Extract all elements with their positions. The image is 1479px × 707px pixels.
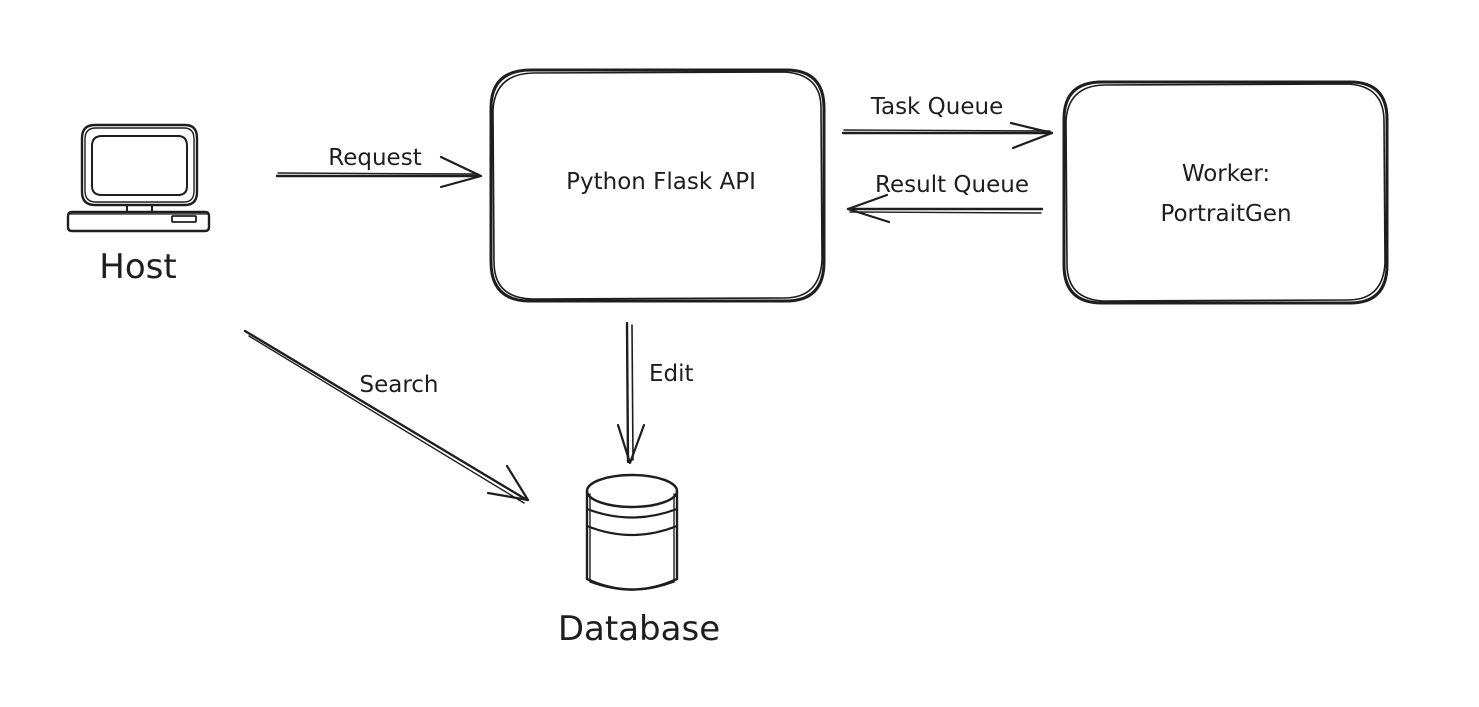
request-arrow: Request	[275, 145, 483, 189]
api-label: Python Flask API	[566, 169, 756, 195]
worker-label-line2: PortraitGen	[1160, 201, 1291, 227]
database-label: Database	[558, 609, 720, 649]
worker-node: Worker: PortraitGen	[1062, 80, 1389, 305]
result-queue-arrow: Result Queue	[846, 172, 1044, 224]
host-label: Host	[99, 247, 176, 287]
edit-arrow: Edit	[616, 321, 694, 465]
database-node: Database	[558, 473, 720, 649]
api-node: Python Flask API	[489, 68, 826, 303]
result-queue-label: Result Queue	[875, 172, 1029, 198]
search-label: Search	[359, 372, 438, 398]
laptop-icon	[66, 123, 211, 233]
task-queue-arrow: Task Queue	[841, 94, 1054, 150]
edit-label: Edit	[649, 361, 694, 387]
database-icon	[585, 473, 679, 591]
host-node: Host	[66, 123, 211, 287]
task-queue-label: Task Queue	[870, 94, 1004, 120]
worker-label-line1: Worker:	[1182, 161, 1270, 187]
request-label: Request	[328, 145, 421, 171]
search-arrow: Search	[243, 329, 530, 504]
